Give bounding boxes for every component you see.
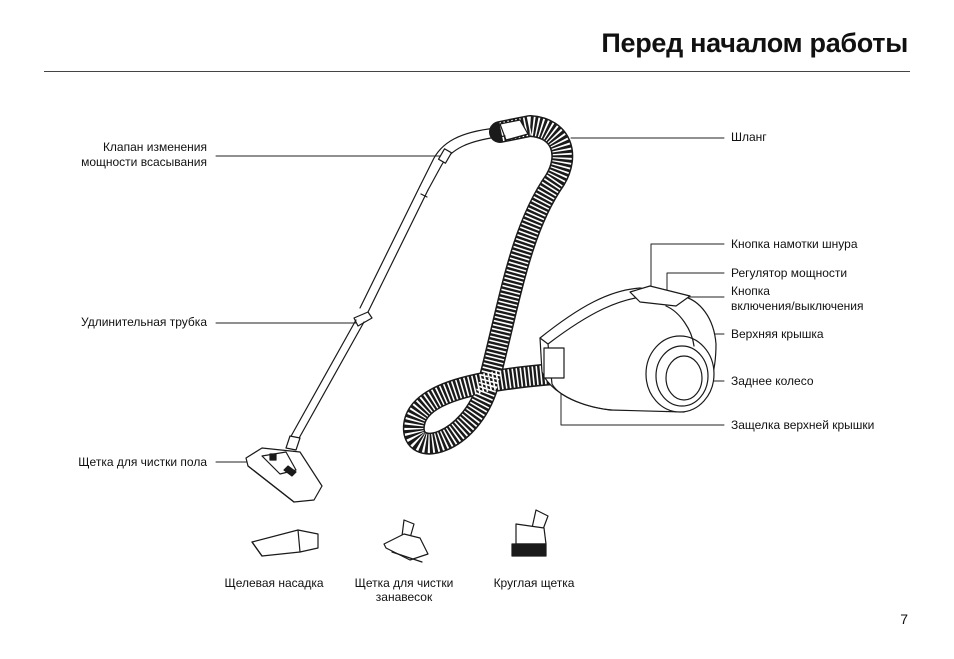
hose — [402, 115, 574, 455]
crevice-nozzle-icon — [251, 529, 319, 557]
header-rule — [44, 71, 910, 72]
page-number: 7 — [900, 611, 908, 627]
round-brush-icon — [511, 509, 549, 557]
rear-wheel-label: Заднее колесо — [731, 374, 814, 388]
top-cover-label: Верхняя крышка — [731, 327, 824, 341]
power-button-label: Кнопка включения/выключения — [731, 284, 863, 314]
wand — [285, 119, 529, 451]
crevice-nozzle-caption: Щелевая насадка — [224, 576, 324, 590]
cord-button-label: Кнопка намотки шнура — [731, 237, 858, 251]
curtain-brush-icon — [383, 519, 429, 563]
floor-brush — [245, 447, 323, 503]
vacuum-body — [539, 285, 717, 413]
floor-brush-label: Щетка для чистки пола — [78, 455, 207, 469]
cover-latch-label: Защелка верхней крышки — [731, 418, 875, 432]
valve-label: Клапан изменения мощности всасывания — [81, 140, 207, 170]
curtain-brush-caption-line2: занавесок — [375, 590, 433, 604]
valve-label-line2: мощности всасывания — [81, 155, 207, 169]
hose-label: Шланг — [731, 130, 767, 144]
curtain-brush-caption-line1: Щетка для чистки — [354, 576, 454, 590]
round-brush-caption: Круглая щетка — [493, 576, 575, 590]
power-button-label-line2: включения/выключения — [731, 299, 864, 313]
valve-label-line1: Клапан изменения — [102, 140, 207, 154]
curtain-brush-caption: Щетка для чистки занавесок — [344, 576, 464, 604]
page-title: Перед началом работы — [601, 28, 908, 58]
tube-label: Удлинительная трубка — [81, 315, 207, 329]
power-regulator-label: Регулятор мощности — [731, 266, 848, 280]
power-button-label-line1: Кнопка — [731, 284, 770, 298]
